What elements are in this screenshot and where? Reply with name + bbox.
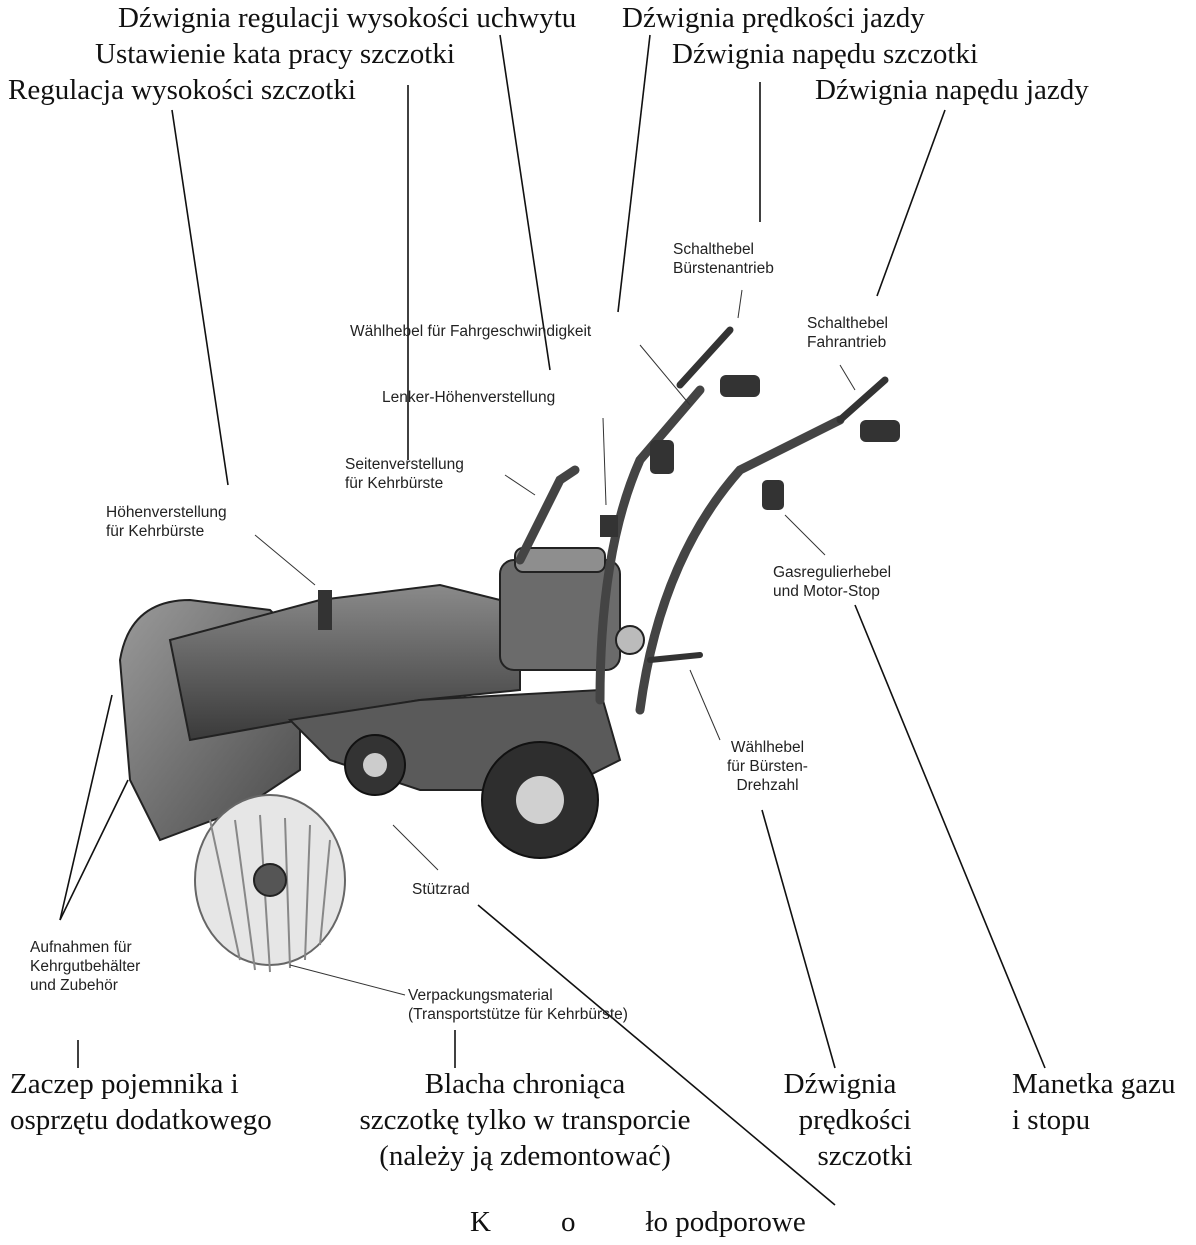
- leader-brush-speed: [761, 809, 836, 1069]
- label-transport-guard: Blacha chroniąca szczotkę tylko w transp…: [359, 1068, 691, 1172]
- de-label-schalthebel-fahrantrieb: Schalthebel Fahrantrieb: [807, 315, 889, 351]
- label-brush-speed-lever: Dźwignia prędkości szczotki: [783, 1068, 913, 1172]
- leader-support-wheel: [477, 904, 836, 1206]
- label-handle-height-lever: Dźwignia regulacji wysokości uchwytu: [118, 2, 577, 34]
- label-brush-height-adjustment: Regulacja wysokości szczotki: [8, 74, 356, 106]
- leader-handle-height: [499, 34, 551, 371]
- de-label-aufnahmen: Aufnahmen für Kehrgutbehälter und Zubehö…: [30, 939, 141, 994]
- de-label-lenker-hoehenverstellung: Lenker-Höhenverstellung: [382, 389, 556, 406]
- de-label-hoehenverstellung: Höhenverstellung für Kehrbürste: [106, 504, 227, 540]
- leader-travel-speed: [617, 34, 651, 313]
- de-label-waehlhebel-buersten: Wählhebel für Bürsten- Drehzahl: [727, 739, 808, 794]
- de-label-waehlhebel-fahrgeschwindigkeit: Wählhebel für Fahrgeschwindigkeit: [350, 323, 592, 340]
- leader-throttle: [854, 604, 1046, 1069]
- leader-brush-height: [171, 109, 229, 486]
- de-label-gasregulierhebel: Gasregulierhebel und Motor-Stop: [773, 564, 892, 600]
- leader-travel-drive: [876, 109, 946, 297]
- de-label-schalthebel-buerstenantrieb: Schalthebel Bürstenantrieb: [673, 241, 774, 277]
- brush-roll: [194, 794, 346, 973]
- label-throttle-stop: Manetka gazu i stopu: [1012, 1068, 1176, 1136]
- label-brush-angle-setting: Ustawienie kata pracy szczotki: [95, 38, 455, 70]
- de-label-stuetzrad: Stützrad: [412, 881, 470, 898]
- handlebars: [515, 385, 845, 715]
- label-travel-drive-lever: Dźwignia napędu jazdy: [815, 74, 1089, 106]
- de-label-seitenverstellung: Seitenverstellung für Kehrbürste: [345, 456, 464, 492]
- de-label-verpackungsmaterial: Verpackungsmaterial (Transportstütze für…: [408, 987, 628, 1023]
- label-travel-speed-lever: Dźwignia prędkości jazdy: [622, 2, 925, 34]
- label-container-hitch: Zaczep pojemnika i osprzętu dodatkowego: [10, 1068, 272, 1136]
- label-brush-drive-lever: Dźwignia napędu szczotki: [672, 38, 979, 70]
